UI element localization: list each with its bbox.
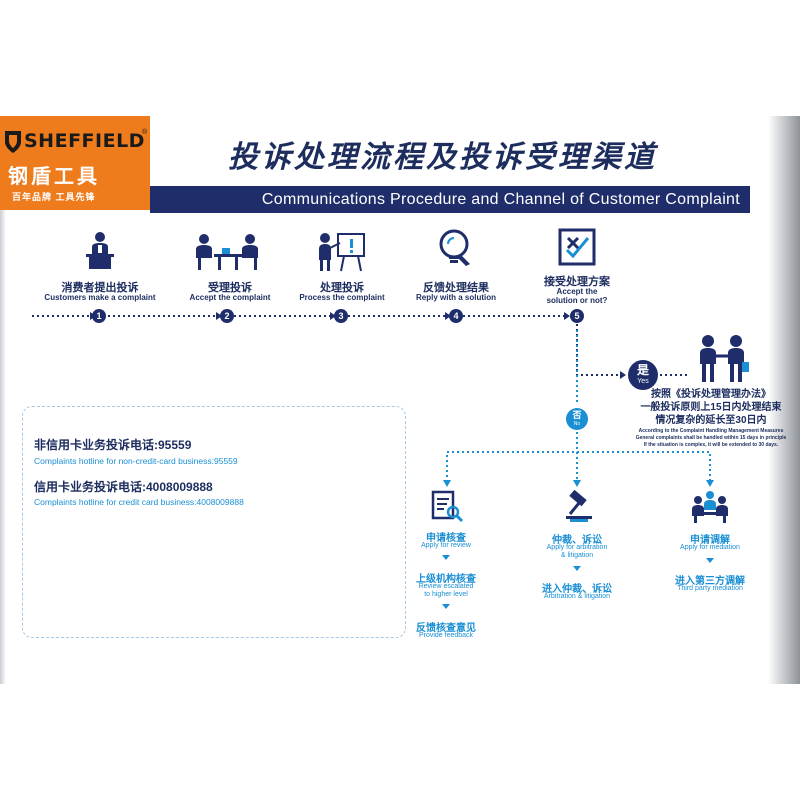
presentation-icon	[319, 233, 365, 272]
branch-review-arrow-2	[442, 604, 450, 609]
logo-slogan: 百年品牌 工具先锋	[12, 192, 96, 202]
hotline-credit-en: Complaints hotline for credit card busin…	[34, 497, 244, 507]
step-4-label-cn: 反馈处理结果	[423, 282, 489, 294]
step-2-label-cn: 受理投诉	[208, 282, 252, 294]
person-desk-icon	[86, 232, 114, 269]
no-label-cn: 否	[572, 410, 582, 420]
step-3-label-en: Process the complaint	[299, 293, 385, 302]
meeting-icon	[196, 234, 258, 270]
yes-text-line-3: 情况复杂的延长至30日内	[655, 415, 767, 426]
yes-label-cn: 是	[636, 363, 649, 377]
branch-review-sub1-en-2: to higher level	[424, 591, 468, 598]
logo-chinese-name: 钢盾工具	[8, 166, 100, 188]
yes-badge: 是 Yes	[628, 360, 658, 390]
hotline-noncredit-cn: 非信用卡业务投诉电话:95559	[34, 438, 192, 452]
branch-review-arrow-1	[442, 555, 450, 560]
step-5-number: 5	[570, 309, 584, 323]
branch-review-sub1-cn: 上级机构核查	[416, 574, 476, 585]
review-document-icon	[431, 490, 464, 523]
step-3-number: 3	[334, 309, 348, 323]
step-5-label-cn: 接受处理方案	[544, 276, 610, 288]
branch-arbitration-title-en-1: Apply for arbitration	[546, 544, 608, 551]
yes-text-line-1: 按照《投诉处理管理办法》	[651, 389, 771, 400]
yes-text-line-2: 一般投诉原则上15日内处理结束	[640, 402, 782, 413]
logo-registered-mark: ®	[142, 129, 148, 136]
step-2-number: 2	[220, 309, 234, 323]
branch-review-title-cn: 申请核查	[426, 533, 466, 544]
step-4-label-en: Reply with a solution	[415, 293, 496, 302]
step-5-label-en-1: Accept the	[556, 287, 598, 296]
branch-arbitration-title-cn: 仲裁、诉讼	[552, 535, 602, 546]
hotline-noncredit-en: Complaints hotline for non-credit-card b…	[34, 456, 238, 466]
branch-review-sub2-cn: 反馈核查意见	[416, 623, 476, 634]
branch-arbitration-sub1-en: Arbitration & litigation	[543, 593, 611, 600]
step-5-label-en-2: solution or not?	[546, 296, 608, 305]
branch-mediation-sub1-cn: 进入第三方调解	[675, 576, 745, 587]
yes-text-en-1: According to the Complaint Handling Mana…	[638, 428, 784, 434]
gavel-icon	[566, 490, 592, 522]
branch-mediation-title-en: Apply for mediation	[680, 544, 740, 551]
arrow-4	[445, 312, 451, 320]
branch-arrow-left	[443, 480, 451, 487]
step-1-number: 1	[92, 309, 106, 323]
branch-arbitration-title-en-2: & litigation	[560, 552, 594, 559]
step-3-label-cn: 处理投诉	[320, 282, 364, 294]
yes-text-en-2: General complaints shall be handled with…	[635, 435, 787, 441]
branch-arrow-right	[706, 480, 714, 487]
branch-mediation-sub1-en: Third party mediation	[677, 585, 743, 592]
arrow-5	[564, 312, 570, 320]
right-edge-shadow	[768, 116, 800, 684]
mediation-group-icon	[692, 491, 728, 523]
branch-arbitration-arrow	[573, 566, 581, 571]
left-edge-shadow	[0, 116, 6, 684]
branch-arbitration-sub1-cn: 进入仲裁、诉讼	[542, 584, 612, 595]
sheffield-logo: SHEFFIELD ® 钢盾工具 百年品牌 工具先锋	[0, 116, 150, 210]
branch-review-sub2-en: Provide feedback	[418, 632, 474, 639]
yes-label-en: Yes	[637, 378, 649, 385]
branch-review-sub1-en-1: Review escalated	[418, 583, 474, 590]
handshake-icon	[700, 335, 749, 382]
branch-splitter	[446, 451, 711, 482]
title-banner: Communications Procedure and Channel of …	[150, 186, 750, 213]
shield-icon	[5, 131, 21, 153]
hotline-panel	[22, 406, 406, 638]
step-2-label-en: Accept the complaint	[189, 293, 271, 302]
yes-text-en-3: If the situation is complex, it will be …	[643, 442, 779, 448]
arrow-2	[216, 312, 222, 320]
no-label-en: No	[573, 421, 581, 427]
branch-mediation-arrow	[706, 558, 714, 563]
branch-mediation-title-cn: 申请调解	[690, 535, 730, 546]
step-1-label-en: Customers make a complaint	[44, 293, 156, 302]
hotline-credit-cn: 信用卡业务投诉电话:4008009888	[34, 480, 213, 494]
branch-review-title-en: Apply for review	[421, 542, 471, 549]
no-badge: 否 No	[566, 408, 588, 430]
check-cross-icon	[558, 228, 596, 266]
yes-arrow	[620, 371, 626, 379]
yes-connector	[576, 324, 620, 376]
arrow-3	[330, 312, 336, 320]
step-4-number: 4	[449, 309, 463, 323]
page-title-en: Communications Procedure and Channel of …	[261, 191, 740, 208]
logo-brand: SHEFFIELD	[24, 130, 145, 152]
light-bulb-icon	[439, 229, 470, 266]
no-arrow-middle	[573, 480, 581, 487]
page-title-cn: 投诉处理流程及投诉受理渠道	[228, 141, 657, 174]
step-1-label-cn: 消费者提出投诉	[61, 282, 139, 294]
